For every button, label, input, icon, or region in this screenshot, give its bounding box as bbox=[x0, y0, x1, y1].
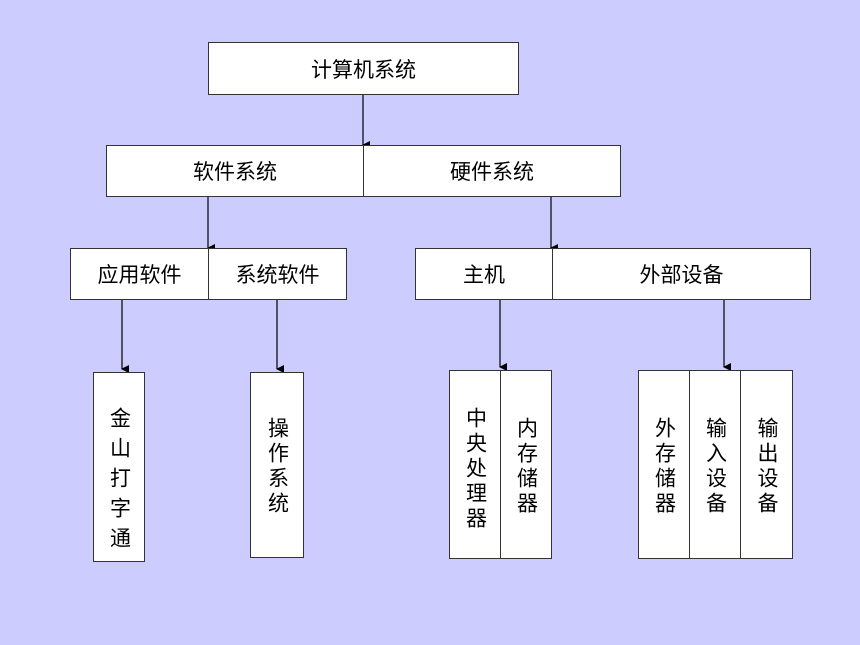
input-device-node: 输入设备 bbox=[689, 370, 741, 559]
app-software-label: 应用软件 bbox=[97, 263, 182, 287]
os-node: 操作系统 bbox=[250, 372, 304, 558]
cpu-node: 中央处理器 bbox=[449, 370, 501, 559]
host-node: 主机 bbox=[415, 248, 553, 300]
ext-storage-label: 外存储器 bbox=[652, 417, 677, 517]
ext-storage-node: 外存储器 bbox=[638, 370, 690, 559]
hardware-system-node: 硬件系统 bbox=[363, 145, 621, 197]
root-node: 计算机系统 bbox=[208, 42, 519, 95]
hardware-system-label: 硬件系统 bbox=[450, 160, 534, 184]
app-software-node: 应用软件 bbox=[70, 248, 209, 300]
cpu-label: 中央处理器 bbox=[463, 407, 488, 532]
peripherals-label: 外部设备 bbox=[639, 263, 724, 287]
system-software-node: 系统软件 bbox=[208, 248, 347, 300]
input-device-label: 输入设备 bbox=[703, 417, 728, 517]
software-system-node: 软件系统 bbox=[106, 145, 364, 197]
system-software-label: 系统软件 bbox=[235, 263, 320, 287]
host-label: 主机 bbox=[463, 263, 505, 287]
output-device-node: 输出设备 bbox=[740, 370, 793, 559]
wps-node: 金山打字通 bbox=[93, 372, 145, 562]
memory-node: 内存储器 bbox=[500, 370, 552, 559]
peripherals-node: 外部设备 bbox=[552, 248, 811, 300]
software-system-label: 软件系统 bbox=[193, 160, 277, 184]
root-label: 计算机系统 bbox=[311, 57, 416, 82]
output-device-label: 输出设备 bbox=[755, 417, 779, 517]
wps-label: 金山打字通 bbox=[107, 407, 132, 557]
os-label: 操作系统 bbox=[265, 417, 290, 517]
memory-label: 内存储器 bbox=[514, 417, 539, 517]
